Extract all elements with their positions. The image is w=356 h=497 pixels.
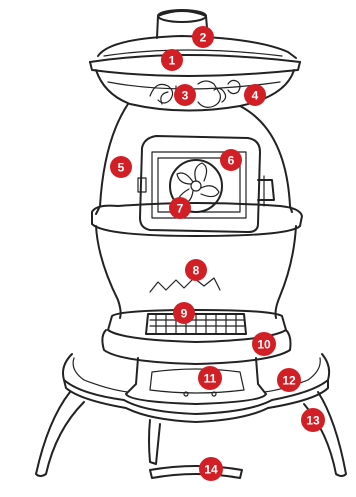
firebox-door	[138, 136, 274, 232]
marker-label: 2	[200, 31, 207, 45]
marker-11: 11	[198, 366, 222, 390]
marker-12: 12	[277, 368, 301, 392]
marker-label: 11	[204, 372, 217, 386]
marker-7: 7	[169, 197, 191, 219]
hearth-piece	[150, 466, 242, 478]
marker-5: 5	[110, 156, 132, 178]
marker-4: 4	[244, 84, 266, 106]
marker-3: 3	[174, 84, 196, 106]
fire-grate	[146, 278, 246, 334]
marker-label: 3	[182, 89, 189, 103]
marker-label: 8	[193, 264, 200, 278]
marker-label: 5	[118, 161, 125, 175]
marker-label: 4	[252, 89, 259, 103]
marker-6: 6	[220, 149, 242, 171]
marker-label: 13	[306, 414, 320, 428]
marker-14: 14	[199, 457, 223, 481]
marker-8: 8	[185, 259, 207, 281]
marker-label: 9	[181, 307, 188, 321]
marker-label: 7	[177, 202, 184, 216]
marker-label: 10	[257, 338, 271, 352]
marker-13: 13	[301, 408, 325, 432]
marker-label: 1	[169, 54, 176, 68]
marker-label: 6	[228, 154, 235, 168]
marker-10: 10	[252, 332, 276, 356]
marker-label: 12	[282, 374, 296, 388]
marker-1: 1	[161, 49, 183, 71]
marker-label: 14	[204, 463, 218, 477]
marker-2: 2	[192, 26, 214, 48]
marker-9: 9	[173, 302, 195, 324]
